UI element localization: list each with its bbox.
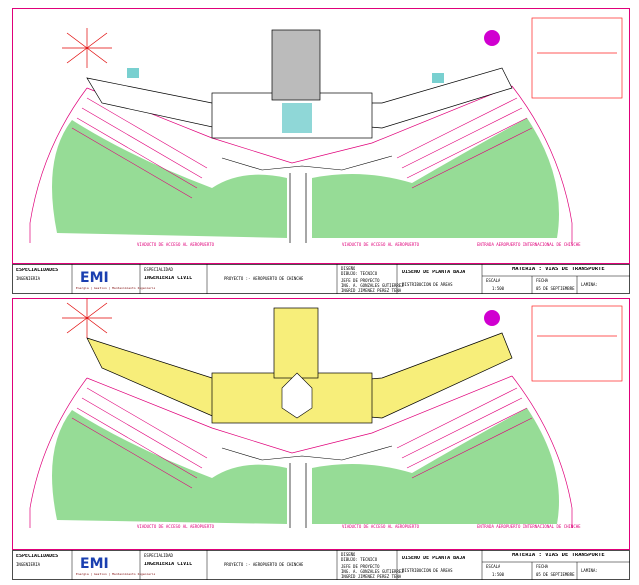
drawing-title: DISEÑO DE PLANTA BAJA [402, 556, 466, 561]
emi-logo: EMI [80, 556, 109, 572]
orientation-marker-icon [484, 30, 500, 46]
scale-label: ESCALA [486, 278, 501, 283]
road-curve [86, 375, 513, 454]
company-name: ESPECIALIDADES [16, 268, 59, 273]
date-value: 05 DE SEPTIEMBRE [536, 286, 575, 291]
discipline-label: ESPECIALIDAD [144, 553, 173, 558]
scale-label: ESCALA [486, 564, 501, 569]
scale-value: 1:500 [492, 286, 505, 291]
designer-label: DISEÑO [341, 552, 356, 557]
reviewer-1: JEFE DE PROYECTO [341, 564, 380, 569]
drawing-sheet-1: VIADUCTO DE ACCESO AL AEROPUERTO VIADUCT… [12, 8, 630, 294]
title-block-1: ESPECIALIDADES INGENIERIA EMI Energia | … [12, 264, 630, 294]
drawing-sheet-2: VIADUCTO DE ACCESO AL AEROPUERTO VIADUCT… [12, 298, 630, 584]
scale-value: 1:500 [492, 572, 505, 577]
road-label-middle: VIADUCTO DE ACCESO AL AEROPUERTO [342, 524, 420, 529]
room-cyan-left [127, 68, 139, 78]
road-right [511, 85, 573, 243]
site-plan-2 [12, 298, 630, 550]
boarding-pier [271, 29, 321, 101]
date-label: FECHA [536, 278, 549, 283]
central-hall [281, 372, 313, 419]
company-sub: INGENIERIA [16, 276, 41, 281]
road-right [511, 375, 573, 528]
drop-off-lane [221, 445, 393, 461]
parking-stalls-right [396, 387, 533, 479]
reviewer-3: INGRID JIMENEZ PEREZ TENA [341, 574, 402, 579]
road-label-right: ENTRADA AEROPUERTO INTERNACIONAL DE CHIN… [477, 242, 581, 247]
company-name: ESPECIALIDADES [16, 554, 59, 559]
subject: MATERIA : VÍAS DE TRANSPORTE [512, 553, 605, 558]
discipline-value: INGENIERIA CIVIL [144, 562, 193, 567]
drawing-subtitle: DISTRIBUCION DE ÁREAS [402, 282, 453, 287]
parking-stalls-right [396, 97, 533, 189]
road-label-middle: VIADUCTO DE ACCESO AL AEROPUERTO [342, 242, 420, 247]
reviewer-2: ING. A. GONZALES GUTIERREZ [341, 283, 404, 288]
project-name: PROYECTO :- AEROPUERTO DE CHINCHE [224, 276, 304, 281]
road-left [29, 377, 88, 528]
green-area-right [312, 118, 559, 238]
green-area-left [52, 120, 287, 238]
orientation-marker-icon [484, 310, 500, 326]
sheet-frame [12, 8, 630, 264]
discipline-label: ESPECIALIDAD [144, 267, 173, 272]
road-label-left: VIADUCTO DE ACCESO AL AEROPUERTO [137, 524, 215, 529]
central-hall [282, 103, 312, 133]
sheet-frame [12, 298, 630, 550]
green-area-left [52, 410, 287, 524]
subject: MATERIA : VÍAS DE TRANSPORTE [512, 267, 605, 272]
legend-box [531, 17, 623, 99]
reviewer-2: ING. A. GONZALES GUTIERREZ [341, 569, 404, 574]
drop-off-lane [221, 155, 393, 171]
drawing-title: DISEÑO DE PLANTA BAJA [402, 270, 466, 275]
road-label-left: VIADUCTO DE ACCESO AL AEROPUERTO [137, 242, 215, 247]
logo-tagline: Energia | Gestion | Mantenimiento Ingeni… [76, 286, 156, 290]
road-label-right: ENTRADA AEROPUERTO INTERNACIONAL DE CHIN… [477, 524, 581, 529]
designer-value: DIBUJO: TECNICO [341, 271, 378, 276]
sheet-label: LAMINA: [581, 568, 598, 573]
title-block-2: ESPECIALIDADES INGENIERIA EMI Energia | … [12, 550, 630, 580]
date-value: 05 DE SEPTIEMBRE [536, 572, 575, 577]
reviewer-3: INGRID JIMENEZ PEREZ TENA [341, 288, 402, 293]
project-name: PROYECTO :- AEROPUERTO DE CHINCHE [224, 562, 304, 567]
company-sub: INGENIERIA [16, 562, 41, 567]
logo-tagline: Energia | Gestion | Mantenimiento Ingeni… [76, 572, 156, 576]
site-plan-1 [12, 8, 630, 264]
drawing-subtitle: DISTRIBUCION DE ÁREAS [402, 568, 453, 573]
legend-box [531, 305, 623, 382]
parking-stalls-left [71, 387, 208, 489]
date-label: FECHA [536, 564, 549, 569]
room-cyan-right [432, 73, 444, 83]
designer-value: DIBUJO: TECNICO [341, 557, 378, 562]
reviewer-1: JEFE DE PROYECTO [341, 278, 380, 283]
emi-logo: EMI [80, 270, 109, 286]
north-arrow-icon [62, 28, 112, 68]
boarding-pier [273, 307, 319, 379]
road-left [29, 87, 88, 243]
sheet-label: LAMINA: [581, 282, 598, 287]
parking-stalls-left [71, 97, 208, 199]
north-arrow-icon [62, 298, 112, 338]
designer-label: DISEÑO [341, 266, 356, 271]
discipline-value: INGENIERIA CIVIL [144, 276, 193, 281]
road-curve [86, 85, 513, 164]
